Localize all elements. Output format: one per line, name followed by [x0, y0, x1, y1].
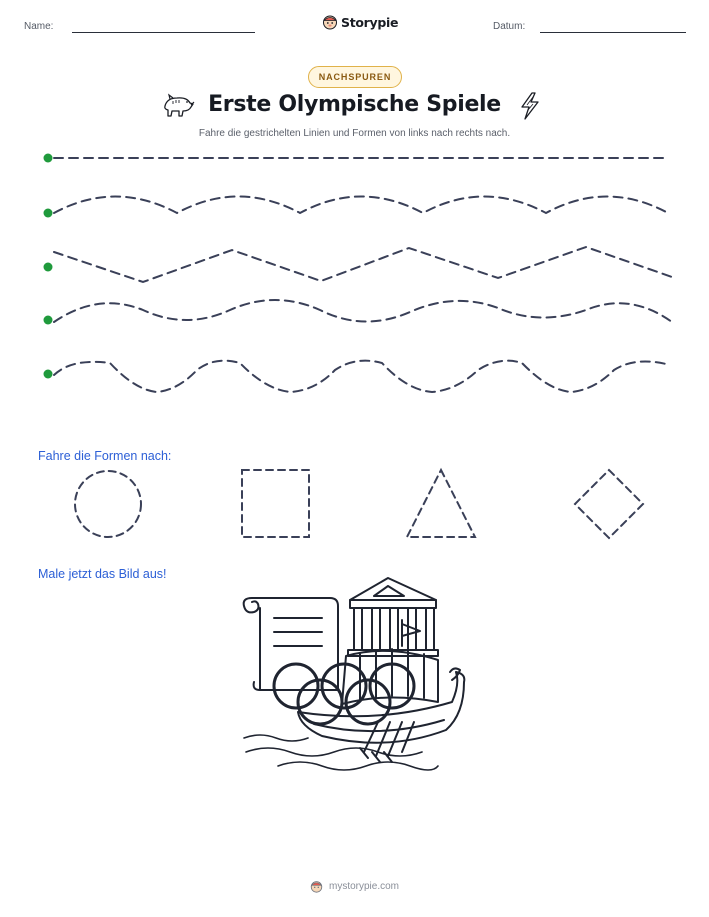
olympic-rings-drawing [272, 662, 416, 726]
tracing-line-wave [53, 299, 673, 323]
name-label: Name: [24, 21, 54, 32]
brand-name: Storypie [341, 14, 399, 30]
tracing-line-gentle-wave [53, 195, 669, 215]
dashed-square [241, 469, 310, 538]
dashed-triangle [405, 467, 477, 538]
brand-logo: Storypie [322, 14, 399, 30]
temple-drawing [347, 577, 439, 657]
date-line[interactable] [540, 32, 686, 33]
footer: mystorypie.com [0, 880, 709, 893]
page-title: Erste Olympische Spiele [208, 92, 501, 117]
tracing-line-deep-wave [53, 359, 671, 394]
start-dot [43, 153, 53, 163]
shapes-section-label: Fahre die Formen nach: [38, 449, 172, 463]
instructions: Fahre die gestrichelten Linien und Forme… [198, 128, 511, 139]
storypie-mascot-icon [310, 881, 323, 893]
storypie-mascot-icon [323, 15, 337, 30]
name-line[interactable] [72, 32, 255, 33]
scroll-drawing [242, 597, 339, 691]
start-dot [43, 262, 53, 272]
start-dot [43, 208, 53, 218]
ship-drawing [297, 648, 466, 744]
tracing-lines [43, 153, 673, 394]
start-dot [43, 369, 53, 379]
waves-drawing [243, 734, 439, 771]
tracing-shapes [74, 467, 645, 540]
oars-drawing [359, 721, 415, 763]
coloring-picture [242, 577, 466, 771]
category-badge: NACHSPUREN [308, 66, 402, 88]
date-label: Datum: [493, 21, 526, 32]
footer-url[interactable]: mystorypie.com [328, 881, 399, 892]
lightning-bolt-icon [521, 92, 539, 120]
start-dot [43, 315, 53, 325]
dashed-circle [74, 470, 142, 538]
coloring-section-label: Male jetzt das Bild aus! [38, 567, 167, 581]
boar-icon [164, 93, 195, 117]
tracing-line-zigzag [53, 245, 673, 284]
dashed-diamond [573, 468, 645, 540]
